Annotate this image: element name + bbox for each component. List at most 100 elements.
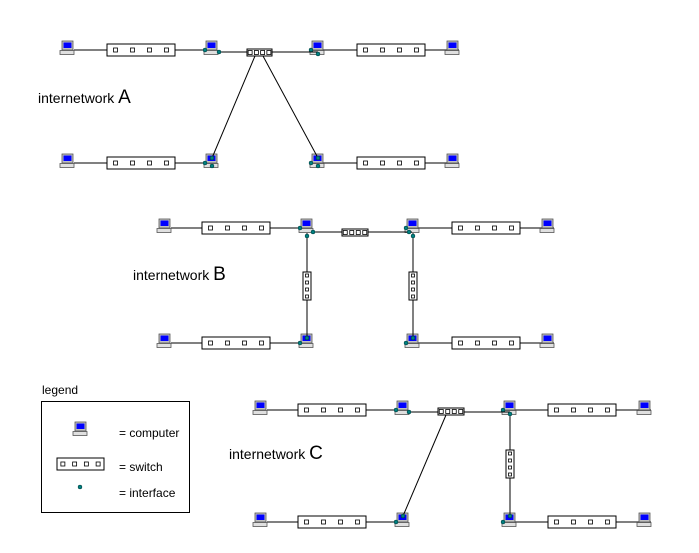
switch-icon (341, 228, 369, 237)
computer-icon (636, 400, 652, 415)
screen (398, 402, 407, 408)
computer-icon (539, 218, 555, 233)
switch-body (201, 336, 271, 350)
screen (63, 155, 72, 161)
computer-icon (59, 153, 75, 168)
interface-icon (308, 160, 314, 166)
screen (640, 514, 649, 520)
switch-port (304, 519, 309, 525)
switch-body (437, 407, 465, 416)
switch-port (260, 50, 266, 55)
switch-port (305, 294, 309, 299)
switch-port (225, 340, 230, 346)
switch-port (554, 407, 559, 413)
switch-port (411, 287, 415, 292)
switch-port (342, 230, 348, 235)
switch-icon (451, 336, 521, 350)
switch-body (341, 228, 369, 237)
switch-body (451, 336, 521, 350)
switch-icon (451, 221, 521, 235)
switch-port (458, 340, 463, 346)
switch-body (451, 221, 521, 235)
interface-icon (400, 513, 406, 519)
keyboard (636, 410, 652, 415)
keyboard (444, 163, 460, 168)
switch-port (363, 160, 368, 166)
switch-port (508, 451, 512, 456)
switch-port (305, 273, 309, 278)
switch-body (547, 515, 617, 529)
interface-icon (507, 513, 513, 519)
switch-port (458, 225, 463, 231)
switch-port (554, 519, 559, 525)
switch-port (305, 280, 309, 285)
keyboard (156, 343, 172, 348)
legend-switch-label: = switch (119, 460, 163, 474)
switch-port (355, 519, 360, 525)
switch-port (355, 407, 360, 413)
switch-port (83, 461, 89, 467)
switch-port (355, 230, 361, 235)
interface-icon (202, 47, 208, 53)
switch-port (321, 519, 326, 525)
switch-port (445, 409, 451, 414)
switch-port (147, 47, 152, 53)
screen (448, 155, 457, 161)
switch-port (266, 50, 272, 55)
screen (76, 423, 85, 429)
switch-icon (246, 48, 273, 57)
switch-port (475, 225, 480, 231)
switch-port (411, 273, 415, 278)
switch-port (242, 340, 247, 346)
keyboard (72, 431, 88, 436)
screen (256, 402, 265, 408)
computer-icon (156, 333, 172, 348)
switch-body (297, 515, 367, 529)
keyboard (636, 522, 652, 527)
switch-port (475, 340, 480, 346)
switch-body (106, 43, 176, 57)
switch-port (492, 225, 497, 231)
interface-icon (315, 51, 321, 57)
computer-icon (252, 512, 268, 527)
interface-icon (209, 155, 215, 161)
interface-icon (410, 233, 416, 239)
switch-body (246, 48, 273, 57)
interface-icon (209, 163, 215, 169)
switch-port (438, 409, 444, 414)
switch-body (356, 156, 426, 170)
switch-port (60, 461, 66, 467)
internetwork-a-label: internetwork A (38, 87, 131, 108)
screen (313, 42, 322, 48)
switch-port (164, 160, 169, 166)
switch-port (72, 461, 78, 467)
switch-port (305, 287, 309, 292)
switch-port (571, 519, 576, 525)
switch-body (56, 457, 105, 471)
switch-icon (106, 43, 176, 57)
switch-body (106, 156, 176, 170)
legend-box (41, 401, 190, 513)
computer-icon (636, 512, 652, 527)
switch-port (259, 225, 264, 231)
switch-port (414, 47, 419, 53)
switch-port (247, 50, 253, 55)
interface-icon (315, 155, 321, 161)
switch-port (571, 407, 576, 413)
interface-icon (500, 519, 506, 525)
keyboard (444, 50, 460, 55)
switch-port (458, 409, 464, 414)
screen (63, 42, 72, 48)
switch-icon (106, 156, 176, 170)
switch-body (297, 403, 367, 417)
interface-icon (406, 229, 412, 235)
switch-port (492, 340, 497, 346)
interface-icon (403, 340, 409, 346)
switch-port (363, 47, 368, 53)
computer-icon (539, 333, 555, 348)
switch-port (304, 407, 309, 413)
interface-icon (507, 411, 513, 417)
switch-body (408, 271, 418, 301)
interface-icon (393, 519, 399, 525)
